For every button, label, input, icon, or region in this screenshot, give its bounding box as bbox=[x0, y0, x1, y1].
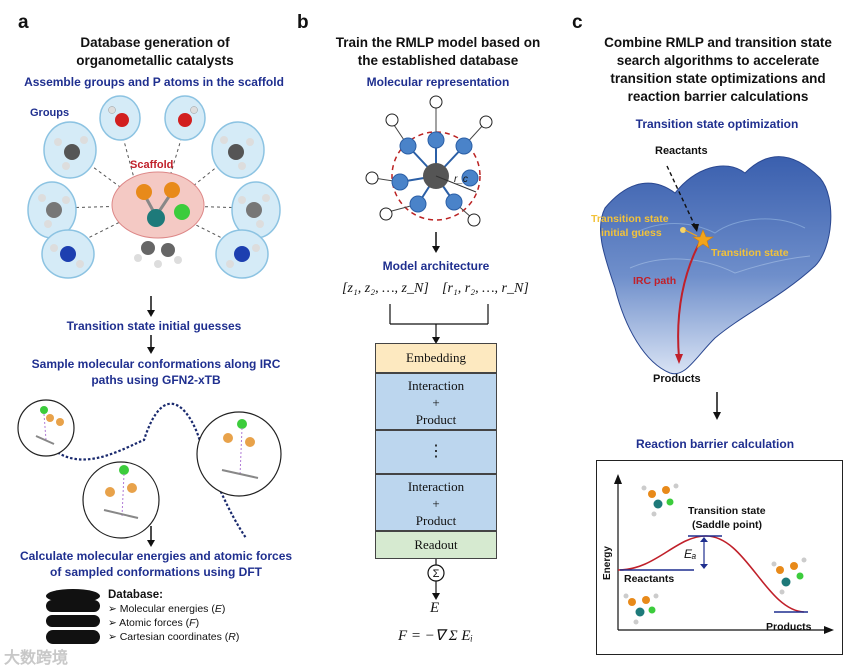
database-item: ➢ Atomic forces (F) bbox=[108, 617, 200, 629]
products-label: Products bbox=[653, 373, 701, 385]
database-icon bbox=[46, 589, 100, 644]
panel-a-step3-line1: Calculate molecular energies and atomic … bbox=[19, 549, 293, 563]
scaffold-diagram: Groups Scaffold bbox=[27, 95, 281, 279]
interaction-block: Interaction + Product bbox=[375, 474, 497, 531]
database-item: ➢ Cartesian coordinates (R) bbox=[108, 631, 240, 643]
panel-a-step2-line2: paths using GFN2-xTB bbox=[91, 373, 221, 387]
scaffold-ellipse bbox=[111, 171, 205, 239]
energy-symbol: E bbox=[430, 600, 440, 616]
ts-guess-label-line1: Transition state bbox=[591, 213, 669, 225]
arrow-down-icon bbox=[713, 392, 721, 420]
inputs-z: [z₁, z₂, …, z_N] bbox=[342, 281, 429, 296]
ea-label: Eₐ bbox=[684, 547, 696, 561]
panel-a-title-line1: Database generation of bbox=[80, 35, 230, 50]
ts-guess-label-line2: initial guess bbox=[601, 227, 662, 239]
arrow-down-icon bbox=[147, 296, 155, 317]
irc-sampling-diagram bbox=[17, 399, 282, 539]
panel-a-letter: a bbox=[18, 12, 29, 33]
ellipsis-block: ⋮ bbox=[375, 430, 497, 474]
arrow-down-icon bbox=[147, 526, 155, 547]
profile-ts-line2: (Saddle point) bbox=[692, 519, 762, 531]
panel-a-step2: Sample molecular conformations along IRC… bbox=[12, 356, 300, 388]
force-equation: F = −∇ Σ Eᵢ bbox=[398, 628, 473, 644]
panel-a-title: Database generation of organometallic ca… bbox=[40, 34, 270, 70]
scaffold-label: Scaffold bbox=[130, 159, 173, 171]
molecular-representation: r_c bbox=[365, 95, 493, 227]
input-merge-connector bbox=[389, 304, 489, 344]
inputs-r: [r₁, r₂, …, r_N] bbox=[442, 281, 529, 296]
panel-c-subtitle: Transition state optimization bbox=[635, 117, 799, 131]
panel-b-letter: b bbox=[297, 12, 309, 33]
arch-label: Model architecture bbox=[382, 259, 490, 273]
readout-block: Readout bbox=[375, 531, 497, 559]
panel-c-title: Combine RMLP and transition state search… bbox=[592, 34, 844, 106]
energy-profile: Energy Eₐ Transition state (Saddle point… bbox=[596, 460, 843, 655]
panel-b-title-line2: the established database bbox=[357, 53, 519, 68]
sum-node: Σ bbox=[427, 559, 445, 600]
panel-b-title-line1: Train the RMLP model based on bbox=[335, 35, 541, 50]
panel-a-step3-line2: of sampled conformations using DFT bbox=[49, 565, 262, 579]
reactant-molecule bbox=[623, 593, 659, 625]
product-molecule bbox=[771, 557, 807, 595]
panel-c-title-line4: reaction barrier calculations bbox=[627, 89, 809, 104]
arrow-down-icon bbox=[147, 335, 155, 354]
pes-surface: Reactants Transition state initial guess… bbox=[591, 145, 832, 385]
barrier-title: Reaction barrier calculation bbox=[635, 437, 795, 451]
panel-c-letter: c bbox=[572, 12, 583, 33]
ts-molecule bbox=[641, 483, 679, 517]
panel-a-step3: Calculate molecular energies and atomic … bbox=[6, 548, 306, 580]
profile-products-label: Products bbox=[766, 621, 812, 633]
sum-symbol: Σ bbox=[433, 568, 440, 580]
panel-a-subtitle: Assemble groups and P atoms in the scaff… bbox=[24, 75, 284, 89]
irc-path-label: IRC path bbox=[633, 275, 676, 287]
panel-c-title-line1: Combine RMLP and transition state bbox=[604, 35, 832, 50]
panel-a-step2-line1: Sample molecular conformations along IRC bbox=[31, 357, 281, 371]
database-item: ➢ Molecular energies (E) bbox=[108, 603, 226, 615]
groups-label: Groups bbox=[30, 107, 69, 119]
arrow-down-icon bbox=[432, 232, 440, 253]
interaction-block: Interaction + Product bbox=[375, 373, 497, 430]
reactants-label: Reactants bbox=[655, 145, 708, 157]
panel-b-title: Train the RMLP model based on the establ… bbox=[318, 34, 558, 70]
database-list: Database: ➢ Molecular energies (E) ➢ Ato… bbox=[108, 588, 239, 644]
panel-a-step1: Transition state initial guesses bbox=[66, 319, 242, 333]
panel-a-title-line2: organometallic catalysts bbox=[76, 53, 234, 68]
embedding-block: Embedding bbox=[375, 343, 497, 373]
ts-star-icon bbox=[692, 229, 714, 249]
energy-axis-label: Energy bbox=[602, 546, 613, 580]
cutoff-label: r_c bbox=[454, 174, 468, 185]
profile-reactants-label: Reactants bbox=[624, 573, 674, 585]
database-title: Database: bbox=[108, 589, 163, 601]
panel-b-subtitle: Molecular representation bbox=[366, 75, 510, 89]
profile-ts-line1: Transition state bbox=[688, 505, 766, 517]
watermark: 大数跨境 bbox=[4, 650, 69, 667]
ts-label: Transition state bbox=[711, 247, 789, 259]
panel-c-title-line3: transition state optimizations and bbox=[610, 71, 826, 86]
panel-c-title-line2: search algorithms to accelerate bbox=[616, 53, 820, 68]
